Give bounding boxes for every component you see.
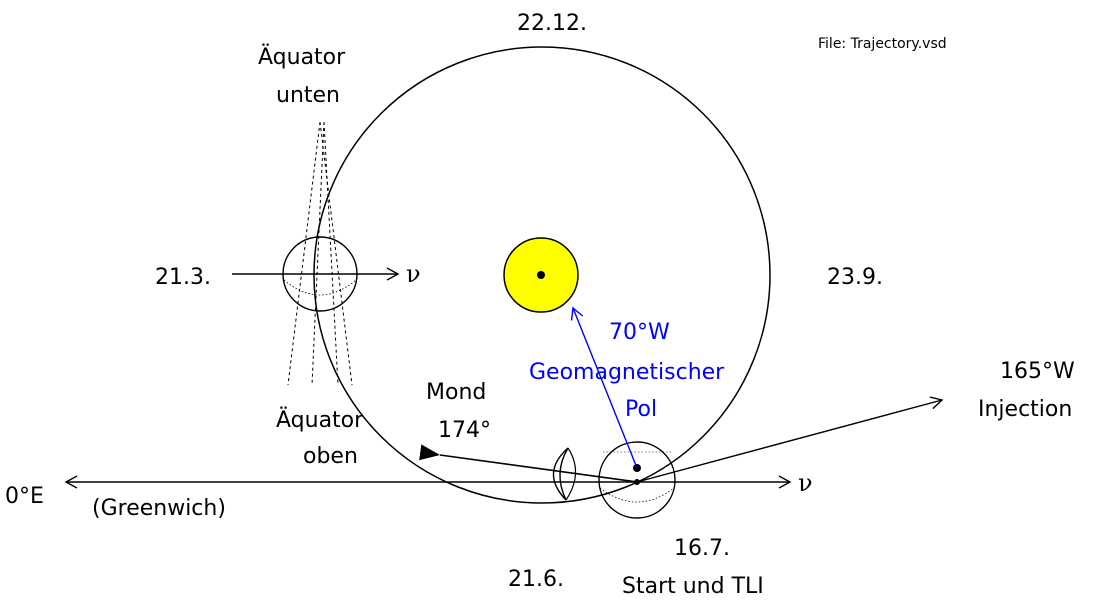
greenwich-label-line2: (Greenwich): [92, 496, 226, 521]
date-march: 21.3.: [155, 265, 211, 290]
sun-center-dot: [537, 271, 545, 279]
earth-march: [232, 121, 400, 386]
file-label: File: Trajectory.vsd: [818, 36, 947, 52]
equator-bottom-line2: oben: [303, 444, 358, 469]
moon-crescent: [552, 447, 577, 501]
pole-label-line3: Pol: [625, 397, 657, 422]
date-june: 21.6.: [508, 567, 564, 592]
start-date: 16.7.: [674, 536, 730, 561]
pole-label-line2: Geomagnetischer: [529, 360, 725, 385]
date-september: 23.9.: [827, 265, 883, 290]
moon-label-line1: Mond: [426, 380, 486, 405]
pole-label-line1: 70°W: [609, 320, 670, 345]
moon-label-line2: 174°: [438, 418, 491, 443]
injection-label-line2: Injection: [978, 397, 1072, 422]
date-december: 22.12.: [517, 11, 587, 36]
geomagnetic-pole-arrow: [570, 306, 638, 469]
equator-bottom-line1: Äquator: [276, 407, 364, 433]
equator-top-line1: Äquator: [258, 44, 346, 70]
start-label: Start und TLI: [622, 574, 764, 599]
equator-top-line2: unten: [276, 83, 340, 108]
nu-label-march: ν: [406, 260, 421, 288]
greenwich-label-line1: 0°E: [5, 484, 44, 509]
moon-direction-arrow: [419, 444, 638, 483]
injection-arrow: [636, 396, 944, 483]
nu-label-july: ν: [798, 469, 813, 497]
earth-july: [598, 441, 676, 519]
orbit-circle: [313, 46, 771, 504]
injection-label-line1: 165°W: [1000, 359, 1075, 384]
